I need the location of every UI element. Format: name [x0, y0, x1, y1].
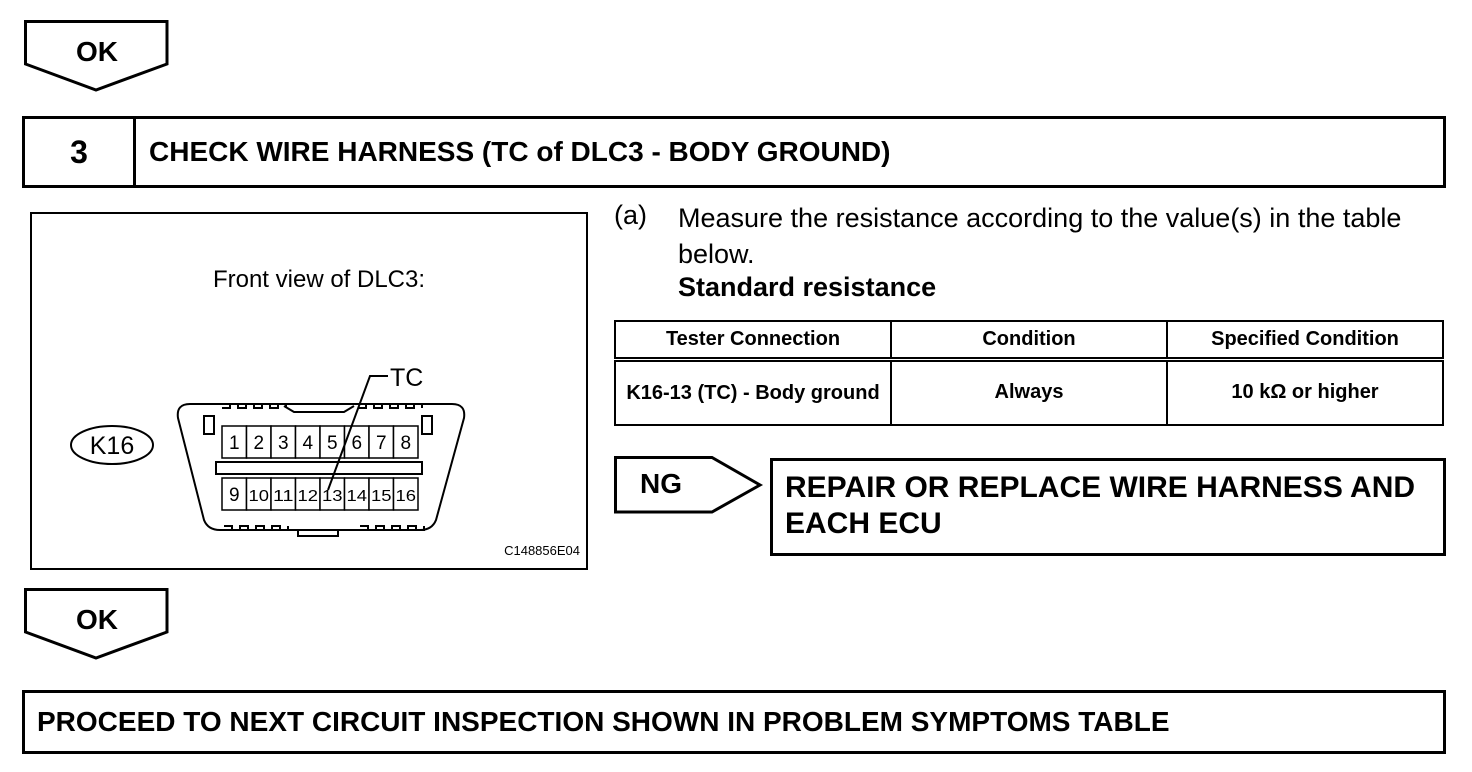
standard-resistance-label: Standard resistance [678, 272, 937, 302]
arrow-right-icon [614, 456, 764, 514]
resistance-table: Tester Connection Condition Specified Co… [614, 320, 1444, 426]
pin-cell [221, 425, 248, 459]
pin-number: 4 [302, 433, 313, 454]
step-title: CHECK WIRE HARNESS (TC of DLC3 - BODY GR… [149, 136, 891, 167]
pin-cell [392, 477, 419, 511]
pin-number: 11 [273, 488, 294, 505]
pin-number: 7 [376, 433, 387, 454]
col-header-condition: Condition [890, 320, 1168, 362]
ng-action-text: REPAIR OR REPLACE WIRE HARNESS AND EACH … [785, 471, 1416, 540]
connector-divider [215, 461, 423, 475]
pin-number: 14 [347, 488, 368, 505]
pin-number: 10 [249, 488, 270, 505]
connector-id-oval [70, 425, 154, 465]
pin-number: 3 [278, 433, 289, 454]
instruction-text: Measure the resistance according to the … [678, 203, 1402, 269]
pin-number: 8 [400, 433, 411, 454]
figure-code: C148856E04 [504, 543, 580, 558]
pin-number: 15 [371, 488, 392, 505]
col-header-specified-condition: Specified Condition [1166, 320, 1444, 362]
figure-caption: Front view of DLC3: [212, 266, 426, 293]
connector-tab-left [203, 415, 215, 435]
pin-number: 2 [253, 433, 264, 454]
final-instruction-box: PROCEED TO NEXT CIRCUIT INSPECTION SHOWN… [22, 690, 1446, 754]
ng-label: NG [640, 468, 682, 499]
pin-number: 5 [327, 433, 338, 454]
ok-flag-top: OK [24, 20, 174, 94]
tc-leader-line [327, 375, 388, 491]
pin-cell [294, 425, 321, 459]
step-number: 3 [25, 119, 136, 185]
cell-tester-connection: K16-13 (TC) - Body ground [614, 358, 892, 426]
table-row: K16-13 (TC) - Body ground Always 10 kΩ o… [614, 358, 1444, 426]
step-header: 3 CHECK WIRE HARNESS (TC of DLC3 - BODY … [22, 116, 1446, 188]
connector-tab-right [421, 415, 433, 435]
pin-number: 6 [351, 433, 362, 454]
ok-label-bottom: OK [76, 604, 118, 635]
tc-pointer-label: TC [390, 364, 423, 392]
ok-flag-bottom: OK [24, 588, 174, 662]
pin-cell [392, 425, 419, 459]
pin-number: 16 [396, 488, 417, 505]
pin-cell [319, 477, 346, 511]
pin-number: 1 [229, 433, 240, 454]
ng-flag: NG [614, 456, 764, 514]
pin-number: 13 [322, 488, 343, 505]
pin-cell [270, 425, 297, 459]
arrow-down-icon [24, 588, 169, 660]
connector-ribs-top [222, 403, 425, 537]
pin-number: 12 [298, 488, 319, 505]
arrow-down-icon [24, 20, 169, 92]
col-header-tester-connection: Tester Connection [614, 320, 892, 362]
ok-label-top: OK [76, 36, 118, 67]
ng-action-box: REPAIR OR REPLACE WIRE HARNESS AND EACH … [770, 458, 1446, 556]
cell-specified-condition: 10 kΩ or higher [1166, 358, 1444, 426]
cell-condition: Always [890, 358, 1168, 426]
pin-cell [319, 425, 346, 459]
pin-cell [368, 477, 395, 511]
connector-id-label: K16 [90, 432, 134, 460]
pin-cell [294, 477, 321, 511]
pin-number: 9 [229, 485, 240, 506]
instruction-letter: (a) [614, 200, 647, 230]
table-header-row: Tester Connection Condition Specified Co… [614, 320, 1444, 362]
final-instruction-text: PROCEED TO NEXT CIRCUIT INSPECTION SHOWN… [37, 706, 1170, 737]
